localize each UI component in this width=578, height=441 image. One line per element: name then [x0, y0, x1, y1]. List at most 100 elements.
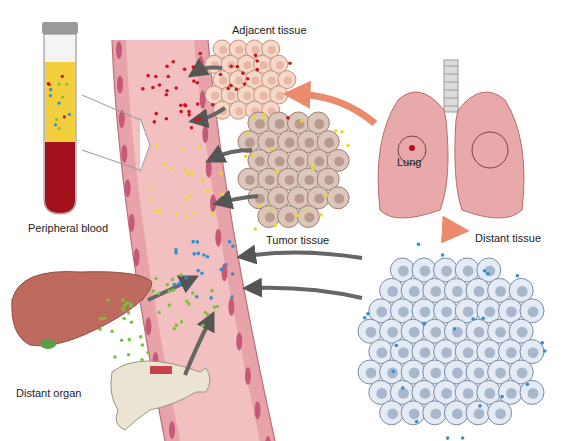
biomarker-dot — [543, 349, 547, 353]
tissue-node: Tumor tissue — [236, 110, 352, 248]
nucleus — [285, 175, 295, 185]
part-label: Peripheral blood — [28, 222, 108, 235]
nucleus — [517, 368, 528, 379]
nucleus — [334, 194, 344, 204]
lung — [378, 60, 524, 218]
biomarker-dot — [244, 155, 248, 159]
endothelial-cell — [134, 248, 140, 266]
biomarker-dot — [99, 317, 103, 321]
biomarker-dot — [305, 209, 309, 213]
endothelial-cell — [245, 367, 251, 385]
nucleus — [441, 306, 452, 317]
biomarker-dot — [483, 269, 487, 273]
biomarker-dot — [319, 213, 323, 217]
nucleus — [285, 213, 295, 223]
biomarker-dot — [63, 115, 66, 118]
cell — [401, 401, 425, 425]
biomarker-dot — [195, 295, 199, 299]
spread-arrow — [445, 228, 452, 230]
cell — [258, 206, 280, 228]
biomarker-dot — [441, 253, 445, 257]
biomarker-dot — [206, 255, 210, 259]
biomarker-dot — [98, 327, 102, 331]
biomarker-dot — [177, 282, 181, 286]
biomarker-dot — [171, 278, 175, 282]
biomarker-dot — [422, 322, 426, 326]
biomarker-dot — [196, 102, 200, 106]
nucleus — [275, 194, 285, 204]
left-lung — [378, 92, 448, 218]
spread-arrow — [300, 94, 375, 123]
nucleus — [463, 347, 474, 358]
nucleus — [420, 388, 431, 399]
nucleus — [387, 368, 398, 379]
endothelial-cell — [236, 332, 242, 350]
biomarker-dot — [198, 117, 202, 121]
biomarker-dot — [183, 103, 187, 107]
nucleus — [265, 138, 275, 148]
tissue-node: Lung — [375, 78, 527, 228]
biomarker-dot — [174, 251, 178, 255]
distant-cells — [358, 258, 544, 425]
biomarker-dot — [175, 324, 179, 328]
biomarker-dot — [453, 327, 457, 331]
bone-shape — [111, 361, 210, 430]
biomarker-dot — [395, 344, 399, 348]
cell — [444, 401, 468, 425]
biomarker-dot — [201, 178, 205, 182]
biomarker-dot — [235, 87, 239, 91]
nucleus — [243, 92, 251, 100]
nucleus — [387, 286, 398, 297]
nucleus — [295, 194, 305, 204]
zoom-triangle — [140, 118, 150, 172]
circulating-dots — [98, 52, 546, 440]
biomarker-dot — [149, 199, 153, 203]
tissue-node: Adjacent tissue — [200, 22, 300, 128]
cell — [278, 206, 300, 228]
nucleus — [265, 175, 275, 185]
biomarker-dot — [366, 312, 370, 316]
biomarker-dot — [166, 75, 170, 79]
biomarker-dot — [59, 132, 62, 135]
biomarker-dot — [198, 52, 202, 56]
biomarker-dot — [461, 436, 465, 440]
biomarker-dot — [191, 211, 195, 215]
nucleus — [484, 347, 495, 358]
nucleus — [376, 306, 387, 317]
biomarker-dot — [175, 213, 179, 217]
biomarker-dot — [206, 313, 210, 317]
lung-circle — [472, 132, 508, 168]
biomarker-dot — [172, 288, 176, 292]
biomarker-dot — [157, 292, 161, 296]
biomarker-dot — [172, 327, 176, 331]
bone — [111, 361, 210, 430]
cell — [297, 206, 319, 228]
blood-tube — [42, 22, 78, 214]
endothelial-cell — [228, 298, 234, 316]
node-label: Tumor tissue — [266, 234, 329, 247]
cell — [229, 71, 247, 89]
tissue-node: Distant tissue — [355, 230, 553, 438]
tube-dots — [47, 75, 71, 136]
biomarker-dot — [196, 240, 200, 244]
nucleus — [276, 92, 284, 100]
tube-cap — [42, 22, 78, 34]
nucleus — [506, 388, 517, 399]
endothelial-cell — [215, 229, 221, 247]
nucleus — [276, 61, 284, 69]
biomarker-dot — [121, 298, 125, 302]
biomarker-dot — [166, 283, 170, 287]
nucleus — [463, 306, 474, 317]
nucleus — [211, 92, 219, 100]
biomarker-dot — [155, 144, 159, 148]
nucleus — [387, 408, 398, 419]
biomarker-dot — [200, 271, 204, 275]
biomarker-dot — [311, 164, 315, 168]
nucleus — [235, 107, 243, 115]
biomarker-dot — [61, 75, 64, 78]
gallbladder — [40, 339, 56, 349]
biomarker-dot — [275, 169, 279, 173]
biomarker-dot — [57, 102, 60, 105]
biomarker-dot — [262, 113, 266, 117]
